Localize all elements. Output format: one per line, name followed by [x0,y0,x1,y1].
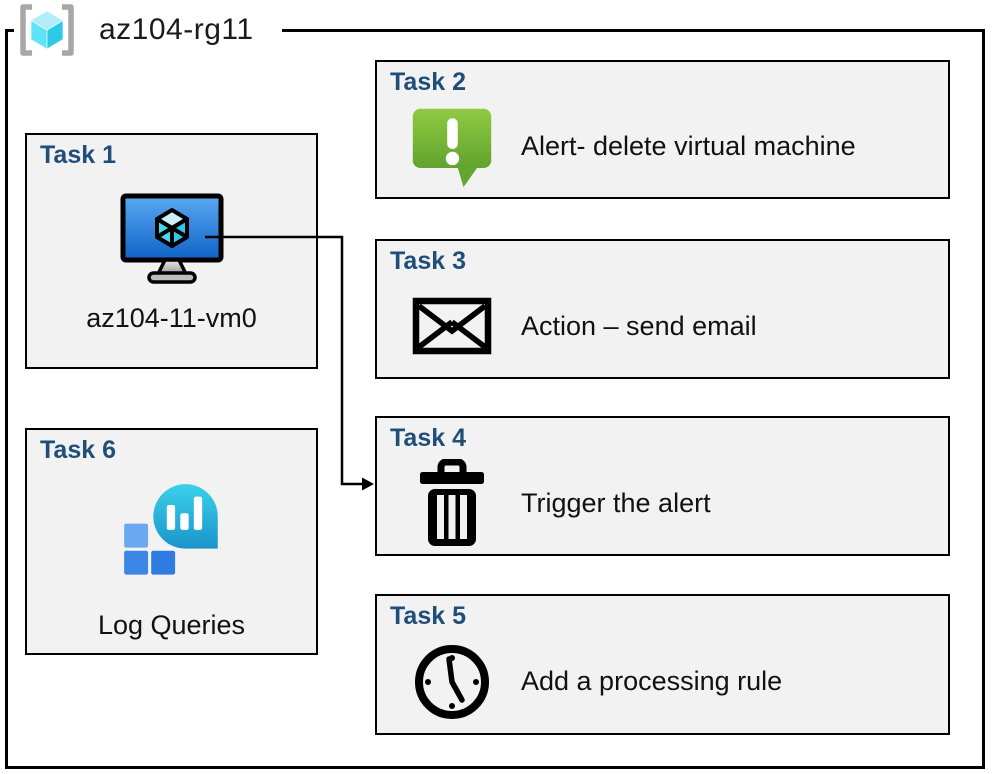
task2-box: Task 2 Alert- delete virtual machine [375,60,950,199]
task5-label: Add a processing rule [521,666,783,696]
task2-label: Alert- delete virtual machine [521,131,856,161]
task3-box: Task 3 Action – send email [375,239,950,379]
resource-group-label: az104-rg11 [99,13,254,46]
task6-box: Task 6 Log Queries [25,428,318,655]
task2-title: Task 2 [390,68,466,96]
task1-label: az104-11-vm0 [86,303,257,333]
task5-title: Task 5 [390,602,466,630]
email-icon [405,297,499,355]
task6-label: Log Queries [97,610,246,640]
task1-title: Task 1 [40,141,116,169]
task4-label: Trigger the alert [521,487,711,518]
frame-title-gap [14,24,282,38]
clock-icon [405,642,499,722]
trash-icon [405,459,499,547]
task1-box: Task 1 [25,133,318,369]
alert-icon [405,103,499,191]
task4-box: Task 4 Trigger the alert [375,416,950,556]
task6-title: Task 6 [40,436,116,464]
resource-group-icon [20,4,74,56]
task4-title: Task 4 [390,424,466,452]
task3-title: Task 3 [390,247,466,275]
log-queries-icon [27,482,316,582]
virtual-machine-icon [27,193,316,285]
task3-label: Action – send email [521,310,757,341]
resource-group-frame [5,29,985,769]
task5-box: Task 5 Add a processing rule [375,594,950,735]
